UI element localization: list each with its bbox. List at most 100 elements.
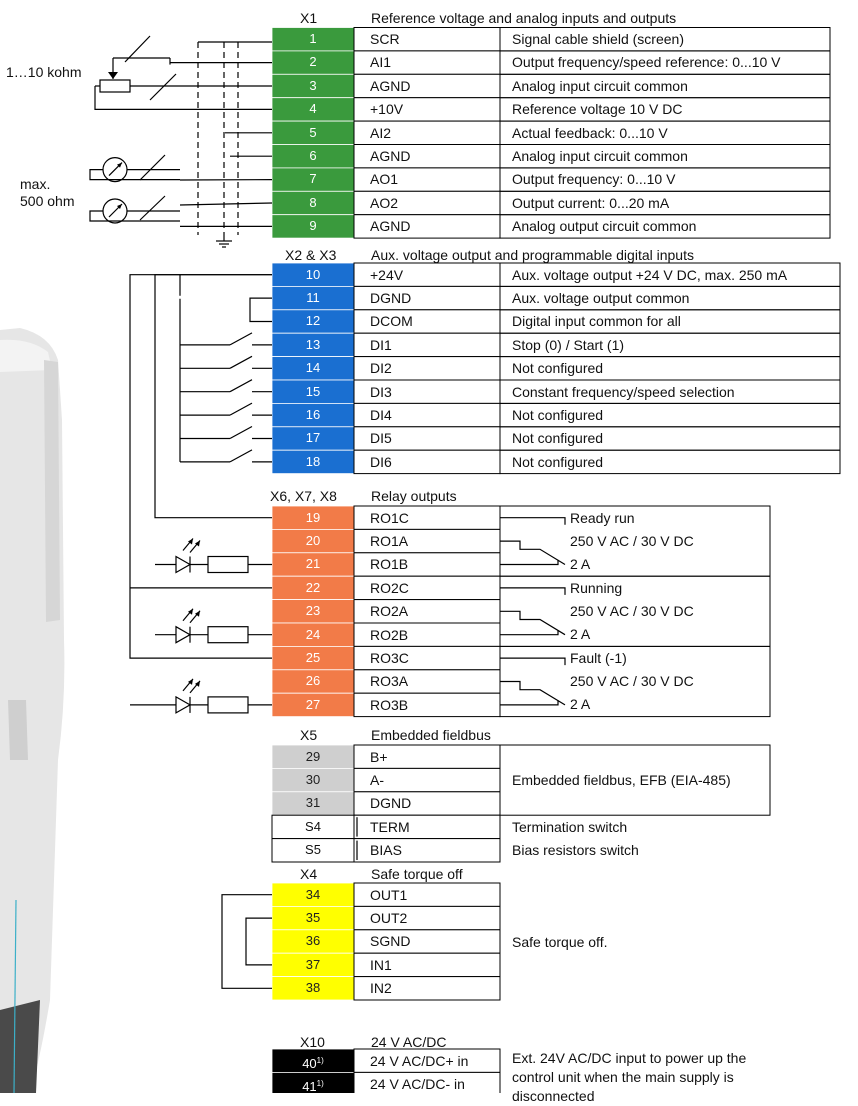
switch-number: S5	[272, 842, 354, 858]
relay-rating: 250 V AC / 30 V DC	[570, 533, 694, 549]
section-connector-x1: X1	[300, 10, 317, 26]
terminal-number: 38	[272, 980, 354, 996]
section-connector-x4: X4	[300, 866, 317, 882]
terminal-number: 9	[272, 218, 354, 234]
terminal-function: DGND	[370, 290, 411, 306]
terminal-function: DI1	[370, 337, 392, 353]
terminal-number: 26	[272, 673, 354, 689]
potentiometer-label: 1…10 kohm	[6, 64, 81, 80]
terminal-function: SGND	[370, 933, 410, 949]
terminal-function: RO3A	[370, 673, 408, 689]
terminal-number: 401)	[272, 1053, 354, 1072]
footnote-marker: 1)	[317, 1056, 324, 1065]
terminal-number: 4	[272, 101, 354, 117]
terminal-number: 15	[272, 384, 354, 400]
terminal-function: RO2C	[370, 580, 409, 596]
terminal-number: 27	[272, 697, 354, 713]
relay-name: Fault (-1)	[570, 650, 627, 666]
terminal-function: 24 V AC/DC+ in	[370, 1053, 468, 1069]
terminal-number: 29	[272, 749, 354, 765]
section-title-x10: 24 V AC/DC	[371, 1034, 446, 1050]
terminal-function: RO1C	[370, 510, 409, 526]
terminal-function: RO1A	[370, 533, 408, 549]
terminal-function: OUT1	[370, 887, 407, 903]
terminal-function: DI3	[370, 384, 392, 400]
section-title-x2: Aux. voltage output and programmable dig…	[371, 247, 694, 263]
terminal-number: 25	[272, 650, 354, 666]
relay-current: 2 A	[570, 626, 590, 642]
terminal-description: Analog output circuit common	[512, 218, 696, 234]
terminal-function: DI6	[370, 454, 392, 470]
terminal-number: 20	[272, 533, 354, 549]
terminal-number: 16	[272, 407, 354, 423]
terminal-function: SCR	[370, 31, 400, 47]
terminal-function: AI2	[370, 125, 391, 141]
terminal-number: 2	[272, 54, 354, 70]
footnote-marker: 1)	[317, 1079, 324, 1088]
terminal-number: 13	[272, 337, 354, 353]
terminal-function: RO2A	[370, 603, 408, 619]
terminal-function: AO2	[370, 195, 398, 211]
relay-rating: 250 V AC / 30 V DC	[570, 673, 694, 689]
section-connector-x2: X2 & X3	[285, 247, 336, 263]
switch-function: TERM	[370, 819, 410, 835]
terminal-table	[90, 28, 840, 1094]
section-connector-x5: X5	[300, 727, 317, 743]
terminal-function: DGND	[370, 795, 411, 811]
terminal-number: 23	[272, 603, 354, 619]
terminal-description: Actual feedback: 0...10 V	[512, 125, 668, 141]
terminal-function: DCOM	[370, 313, 413, 329]
terminal-function: DI5	[370, 430, 392, 446]
terminal-function: AGND	[370, 218, 410, 234]
terminal-description: Not configured	[512, 430, 603, 446]
terminal-function: RO3B	[370, 697, 408, 713]
terminal-number: 18	[272, 454, 354, 470]
terminal-number: 30	[272, 772, 354, 788]
terminal-function: B+	[370, 749, 388, 765]
terminal-number: 11	[272, 290, 354, 306]
terminal-function: RO1B	[370, 556, 408, 572]
ext-power-text: control unit when the main supply is	[512, 1068, 734, 1087]
ext-power-text: disconnected	[512, 1087, 595, 1106]
terminal-description: Not configured	[512, 454, 603, 470]
terminal-number: 31	[272, 795, 354, 811]
terminal-number: 12	[272, 313, 354, 329]
section-connector-x6: X6, X7, X8	[270, 488, 337, 504]
terminal-number: 34	[272, 887, 354, 903]
terminal-description: Aux. voltage output common	[512, 290, 689, 306]
relay-name: Running	[570, 580, 622, 596]
terminal-description: Output frequency/speed reference: 0...10…	[512, 54, 781, 70]
drive-photo	[0, 328, 64, 1093]
terminal-function: IN1	[370, 957, 392, 973]
terminal-number: 17	[272, 430, 354, 446]
relay-name: Ready run	[570, 510, 635, 526]
terminal-number: 21	[272, 556, 354, 572]
terminal-function: +10V	[370, 101, 403, 117]
terminal-number: 22	[272, 580, 354, 596]
terminal-function: A-	[370, 772, 384, 788]
terminal-function: +24V	[370, 267, 403, 283]
terminal-description: Constant frequency/speed selection	[512, 384, 735, 400]
relay-current: 2 A	[570, 556, 590, 572]
meter-max-label: max.	[20, 176, 50, 192]
terminal-function: 24 V AC/DC- in	[370, 1076, 465, 1092]
terminal-function: AI1	[370, 54, 391, 70]
terminal-number: 19	[272, 510, 354, 526]
switch-number: S4	[272, 819, 354, 835]
terminal-number: 7	[272, 171, 354, 187]
terminal-description: Analog input circuit common	[512, 148, 688, 164]
terminal-number: 37	[272, 957, 354, 973]
terminal-description: Analog input circuit common	[512, 78, 688, 94]
terminal-description: Signal cable shield (screen)	[512, 31, 684, 47]
terminal-description: Not configured	[512, 360, 603, 376]
switch-description: Termination switch	[512, 819, 627, 835]
terminal-function: DI4	[370, 407, 392, 423]
terminal-function: AO1	[370, 171, 398, 187]
terminal-function: RO3C	[370, 650, 409, 666]
group-description: Safe torque off.	[512, 934, 607, 950]
terminal-description: Output frequency: 0...10 V	[512, 171, 675, 187]
terminal-function: IN2	[370, 980, 392, 996]
terminal-description: Not configured	[512, 407, 603, 423]
terminal-number: 10	[272, 267, 354, 283]
